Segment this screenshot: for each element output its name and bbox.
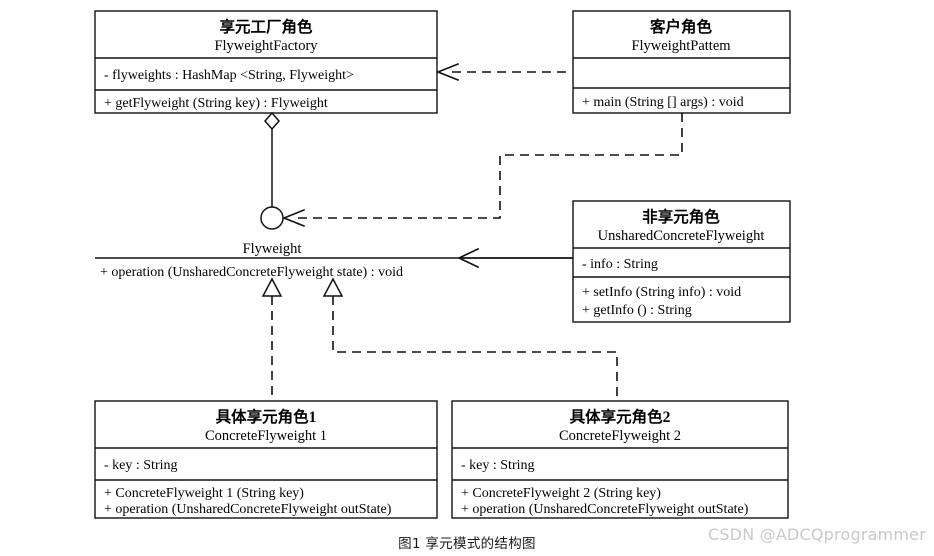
concrete1-cn-title: 具体享元角色1 xyxy=(216,407,317,426)
client-outline xyxy=(572,10,791,114)
realization-triangle-2 xyxy=(322,277,344,297)
concrete2-operation-0: + ConcreteFlyweight 2 (String key) xyxy=(461,486,661,501)
csdn-watermark: CSDN @ADCQprogrammer xyxy=(707,525,926,544)
concrete1-operation-0: + ConcreteFlyweight 1 (String key) xyxy=(104,486,304,501)
flyweight-factory-cn-title: 享元工厂角色 xyxy=(219,17,313,36)
flyweight-interface-name: Flyweight xyxy=(243,241,302,257)
unshared-en-title: UnsharedConcreteFlyweight xyxy=(598,228,765,244)
flyweight-factory-en-title: FlyweightFactory xyxy=(214,38,318,54)
realization-line-2 xyxy=(332,296,618,401)
client-cn-title: 客户角色 xyxy=(650,17,713,36)
realization-triangle-1 xyxy=(261,277,283,297)
concrete2-operation-1: + operation (UnsharedConcreteFlyweight o… xyxy=(461,502,749,517)
class-box-unshared-concrete-flyweight[interactable]: 非享元角色 UnsharedConcreteFlyweight - info :… xyxy=(572,200,791,323)
association-unshared-to-flyweight[interactable] xyxy=(457,247,573,269)
unshared-operation-1: + getInfo () : String xyxy=(582,303,692,318)
realization-concrete1-to-flyweight[interactable] xyxy=(261,277,283,401)
dependency-client-to-flyweight[interactable] xyxy=(281,113,683,228)
client-operation-0: + main (String [] args) : void xyxy=(582,95,744,110)
dependency-client-flyweight-arrowhead xyxy=(281,208,306,228)
figure-caption: 图1 享元模式的结构图 xyxy=(398,536,536,552)
aggregation-diamond xyxy=(264,111,280,131)
flyweight-interface-operation: + operation (UnsharedConcreteFlyweight s… xyxy=(100,265,403,280)
concrete2-cn-title: 具体享元角色2 xyxy=(570,407,671,426)
class-box-flyweight-factory[interactable]: 享元工厂角色 FlyweightFactory - flyweights : H… xyxy=(94,10,438,114)
flyweight-factory-outline xyxy=(94,10,438,114)
class-box-client[interactable]: 客户角色 FlyweightPattem + main (String [] a… xyxy=(572,10,791,114)
realization-concrete2-to-flyweight[interactable] xyxy=(322,277,618,401)
unshared-operation-0: + setInfo (String info) : void xyxy=(582,285,741,300)
client-en-title: FlyweightPattem xyxy=(631,38,731,54)
concrete1-operation-1: + operation (UnsharedConcreteFlyweight o… xyxy=(104,502,392,517)
flyweight-factory-operation-0: + getFlyweight (String key) : Flyweight xyxy=(104,96,328,111)
dependency-client-to-factory[interactable] xyxy=(435,62,566,82)
unshared-outline xyxy=(572,200,791,323)
unshared-cn-title: 非享元角色 xyxy=(642,207,720,226)
flyweight-interface-circle xyxy=(260,206,284,230)
flyweight-factory-attribute-0: - flyweights : HashMap <String, Flyweigh… xyxy=(104,68,354,83)
class-box-concrete-flyweight-1[interactable]: 具体享元角色1 ConcreteFlyweight 1 - key : Stri… xyxy=(94,400,438,519)
concrete2-attribute-0: - key : String xyxy=(461,458,535,473)
interface-flyweight[interactable]: Flyweight + operation (UnsharedConcreteF… xyxy=(95,111,573,280)
concrete1-outline xyxy=(94,400,438,519)
dependency-client-factory-arrowhead xyxy=(435,62,460,82)
association-unshared-arrowhead xyxy=(457,247,480,269)
concrete2-outline xyxy=(451,400,789,519)
concrete1-attribute-0: - key : String xyxy=(104,458,178,473)
unshared-attribute-0: - info : String xyxy=(582,257,658,272)
concrete2-en-title: ConcreteFlyweight 2 xyxy=(559,428,681,444)
class-box-concrete-flyweight-2[interactable]: 具体享元角色2 ConcreteFlyweight 2 - key : Stri… xyxy=(451,400,789,519)
concrete1-en-title: ConcreteFlyweight 1 xyxy=(205,428,327,444)
